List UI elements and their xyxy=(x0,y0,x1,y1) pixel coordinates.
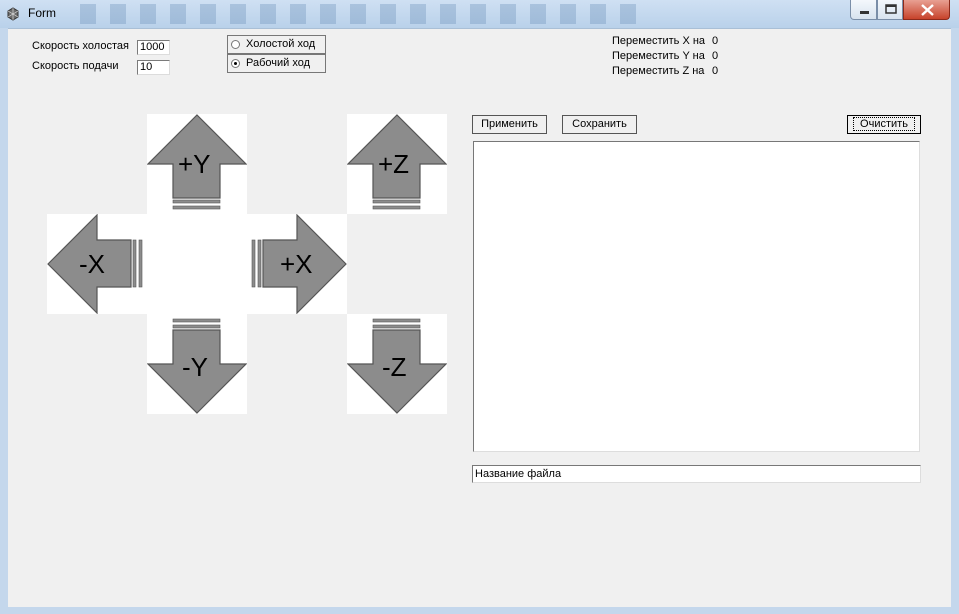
work-mode-label: Рабочий ход xyxy=(246,57,311,69)
arrow-up-icon xyxy=(147,114,247,214)
save-button[interactable]: Сохранить xyxy=(562,115,637,134)
arrow-left-icon xyxy=(47,214,147,314)
move-x-label: Переместить X на xyxy=(612,35,706,47)
maximize-icon xyxy=(885,4,897,14)
gcode-text-area[interactable] xyxy=(473,141,920,452)
move-x-value: 0 xyxy=(712,35,719,47)
idle-mode-option[interactable]: Холостой ход xyxy=(227,35,326,54)
arrow-right-icon xyxy=(247,214,347,314)
clear-button-label: Очистить xyxy=(853,117,915,131)
plus-y-caption: +Y xyxy=(178,149,211,179)
work-mode-option[interactable]: Рабочий ход xyxy=(227,54,326,73)
move-z-label: Переместить Z на xyxy=(612,65,705,77)
window-frame-left xyxy=(0,28,8,614)
feed-speed-input[interactable]: 10 xyxy=(137,60,170,75)
arrow-down-icon xyxy=(147,314,247,414)
minimize-button[interactable] xyxy=(850,0,877,20)
maximize-button[interactable] xyxy=(877,0,903,20)
window-frame-bottom xyxy=(0,607,959,614)
plus-z-caption: +Z xyxy=(378,149,410,179)
jog-center-tile xyxy=(147,214,247,314)
window-frame-right xyxy=(951,28,959,614)
window-title: Form xyxy=(28,6,56,20)
move-z-value: 0 xyxy=(712,65,719,77)
idle-mode-label: Холостой ход xyxy=(246,38,316,50)
clear-button[interactable]: Очистить xyxy=(847,115,921,134)
arrow-up-icon xyxy=(347,114,447,214)
background-toolbar-ghost xyxy=(80,4,640,24)
minimize-icon xyxy=(860,11,869,14)
move-y-value: 0 xyxy=(712,50,719,62)
idle-mode-radio[interactable] xyxy=(231,40,240,49)
close-icon xyxy=(921,4,934,16)
minus-z-caption: -Z xyxy=(382,352,407,382)
idle-speed-input[interactable]: 1000 xyxy=(137,40,170,55)
arrow-down-icon xyxy=(347,314,447,414)
apply-button[interactable]: Применить xyxy=(472,115,547,134)
plus-y-button[interactable]: +Y xyxy=(147,114,247,214)
file-name-input[interactable]: Название файла xyxy=(472,465,921,483)
app-icon xyxy=(7,7,19,21)
feed-speed-label: Скорость подачи xyxy=(32,60,119,72)
plus-z-button[interactable]: +Z xyxy=(347,114,447,214)
minus-y-button[interactable]: -Y xyxy=(147,314,247,414)
minus-x-caption: -X xyxy=(79,249,105,279)
plus-x-caption: +X xyxy=(280,249,313,279)
title-bar[interactable]: Form xyxy=(0,0,959,29)
plus-x-button[interactable]: +X xyxy=(247,214,347,314)
close-button[interactable] xyxy=(903,0,950,20)
minus-z-button[interactable]: -Z xyxy=(347,314,447,414)
move-y-label: Переместить Y на xyxy=(612,50,705,62)
idle-speed-label: Скорость холостая xyxy=(32,40,129,52)
minus-x-button[interactable]: -X xyxy=(47,214,147,314)
work-mode-radio[interactable] xyxy=(231,59,240,68)
minus-y-caption: -Y xyxy=(182,352,208,382)
